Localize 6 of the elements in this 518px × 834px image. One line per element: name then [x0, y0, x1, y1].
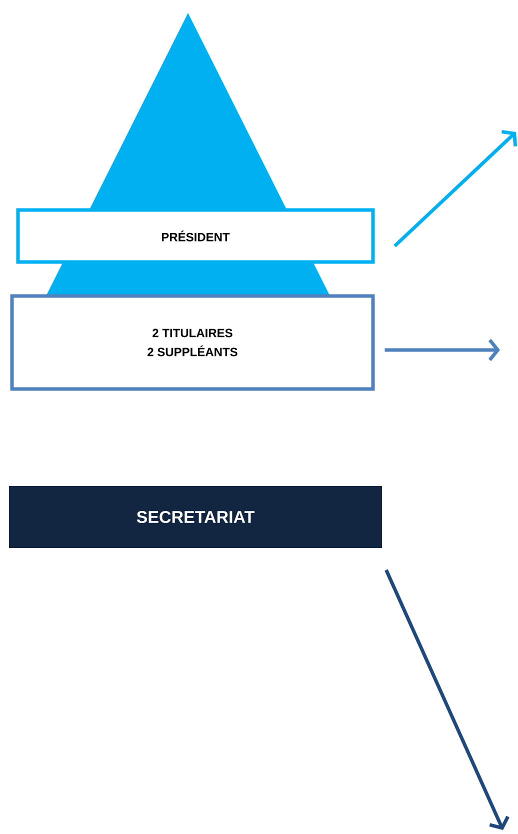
arrow [394, 130, 518, 248]
arrow [384, 569, 510, 830]
title-box: PRÉSIDENT [16, 208, 375, 264]
banner-box: SECRETARIAT [9, 486, 382, 548]
arrow [384, 338, 500, 362]
member-box: 2 TITULAIRES 2 SUPPLÉANTS [10, 294, 375, 391]
